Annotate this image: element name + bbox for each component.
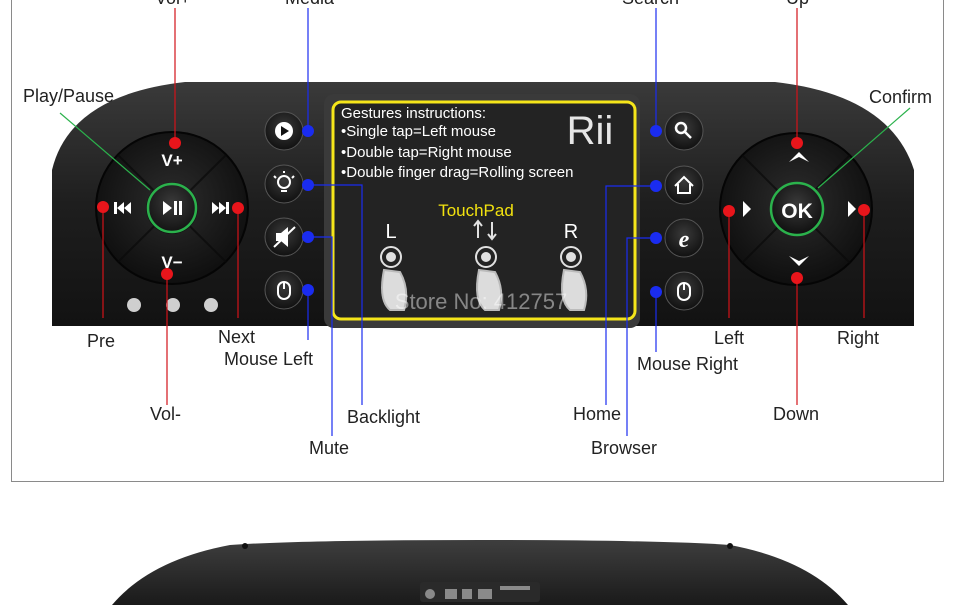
touchpad-panel: Gestures instructions: •Single tap=Left … bbox=[324, 94, 640, 328]
vol-up-key-label: V+ bbox=[161, 151, 182, 170]
label-backlight: Backlight bbox=[347, 407, 421, 427]
ok-key-label: OK bbox=[781, 200, 813, 223]
label-vol-down: Vol- bbox=[150, 404, 182, 424]
mute-icon bbox=[273, 226, 296, 248]
gesture-line-3: •Double finger drag=Rolling screen bbox=[341, 164, 573, 181]
mouse-right-icon bbox=[677, 282, 691, 301]
gesture-line-1: •Single tap=Left mouse bbox=[341, 123, 496, 140]
search-icon bbox=[674, 121, 692, 139]
green-leader-lines bbox=[59, 107, 911, 237]
label-confirm: Confirm bbox=[869, 87, 933, 107]
mouse-left-button bbox=[264, 270, 304, 310]
label-up: Up bbox=[786, 0, 809, 8]
left-dpad: V+ V− bbox=[95, 131, 249, 285]
label-next: Next bbox=[218, 327, 256, 347]
label-vol-up: Vol+ bbox=[155, 0, 191, 8]
indicator-leds bbox=[127, 298, 218, 312]
label-browser: Browser bbox=[591, 438, 658, 458]
previous-icon bbox=[114, 202, 131, 214]
mute-button bbox=[264, 217, 304, 257]
browser-button: e bbox=[664, 218, 704, 258]
gesture-icon-scroll bbox=[473, 219, 503, 311]
browser-icon: e bbox=[679, 227, 690, 253]
blue-dots bbox=[302, 125, 662, 298]
label-mouse-right: Mouse Right bbox=[637, 354, 739, 374]
vol-down-key-label: V− bbox=[161, 253, 182, 272]
label-down: Down bbox=[773, 404, 820, 424]
gesture-label-l: L bbox=[385, 221, 396, 243]
gesture-icon-left bbox=[380, 246, 408, 311]
media-icon bbox=[281, 126, 289, 136]
touchpad-label: TouchPad bbox=[438, 201, 514, 220]
search-button bbox=[664, 111, 704, 151]
label-media: Media bbox=[285, 0, 334, 8]
right-arrow-icon bbox=[848, 201, 856, 217]
label-home: Home bbox=[573, 404, 622, 424]
remote-back-view bbox=[112, 540, 848, 605]
regulatory-marks-icon bbox=[425, 586, 530, 599]
home-button bbox=[664, 165, 704, 205]
store-watermark: Store No: 412757 bbox=[395, 289, 567, 314]
label-mouse-left: Mouse Left bbox=[224, 349, 314, 369]
brand-logo: Rii bbox=[567, 109, 614, 153]
gestures-heading: Gestures instructions: bbox=[341, 105, 486, 122]
play-pause-icon bbox=[163, 201, 182, 215]
remote-diagram: V+ V− bbox=[52, 8, 914, 436]
down-arrow-icon bbox=[789, 256, 809, 266]
ok-key bbox=[772, 184, 822, 234]
media-button bbox=[264, 111, 304, 151]
label-search: Search bbox=[622, 0, 679, 8]
gesture-label-r: R bbox=[564, 221, 578, 243]
remote-back-body bbox=[112, 540, 848, 605]
label-left: Left bbox=[714, 328, 745, 348]
label-mute: Mute bbox=[309, 438, 350, 458]
red-leader-lines bbox=[102, 8, 865, 405]
right-dpad: OK bbox=[719, 132, 873, 286]
mouse-left-icon bbox=[277, 281, 291, 300]
red-dots bbox=[97, 137, 870, 284]
backlight-button bbox=[264, 164, 304, 204]
up-arrow-icon bbox=[789, 152, 809, 162]
next-icon bbox=[212, 202, 229, 214]
mouse-right-button bbox=[664, 271, 704, 311]
bulb-icon bbox=[273, 171, 295, 192]
diagram-frame bbox=[11, 0, 944, 482]
blue-leader-lines bbox=[307, 8, 657, 436]
gesture-icon-right bbox=[560, 246, 588, 311]
gesture-line-2: •Double tap=Right mouse bbox=[341, 144, 512, 161]
label-play-pause: Play/Pause bbox=[23, 86, 115, 106]
label-pre: Pre bbox=[87, 331, 116, 351]
left-arrow-icon bbox=[743, 201, 751, 217]
label-right: Right bbox=[837, 328, 880, 348]
home-icon bbox=[674, 175, 694, 194]
